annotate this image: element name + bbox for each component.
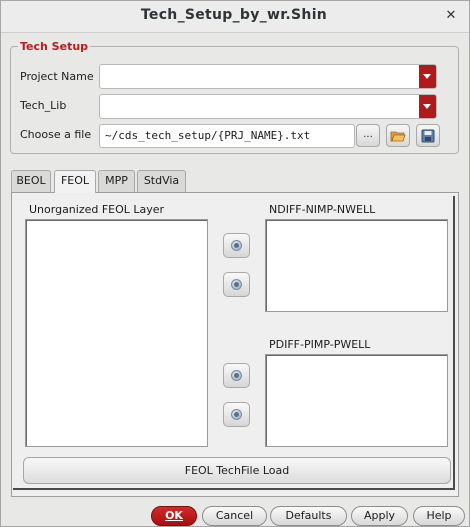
window-title: Tech_Setup_by_wr.Shin [140, 7, 328, 23]
tab-stdvia[interactable]: StdVia [137, 170, 186, 192]
move-to-pdiff-button[interactable] [223, 363, 250, 388]
choose-file-label: Choose a file [20, 128, 92, 141]
cancel-button-label: Cancel [215, 509, 254, 522]
folder-open-icon[interactable] [386, 124, 410, 147]
ndiff-layer-list[interactable] [265, 219, 448, 312]
move-to-ndiff-button[interactable] [223, 233, 250, 258]
move-from-ndiff-button[interactable] [223, 272, 250, 297]
tab-beol[interactable]: BEOL [11, 170, 51, 192]
arrow-left-icon [231, 409, 242, 420]
help-button-label: Help [426, 509, 452, 522]
tab-mpp[interactable]: MPP [98, 170, 135, 192]
tab-feol[interactable]: FEOL [54, 170, 96, 193]
close-icon[interactable]: ✕ [445, 8, 457, 23]
move-from-pdiff-button[interactable] [223, 402, 250, 427]
title-bar [1, 1, 469, 33]
chevron-down-icon[interactable] [419, 65, 436, 88]
tech-lib-combo[interactable] [99, 94, 437, 119]
unorganized-layer-list[interactable] [25, 219, 208, 447]
save-disk-icon[interactable] [416, 124, 440, 147]
arrow-left-icon [231, 279, 242, 290]
file-path-input[interactable]: ~/cds_tech_setup/{PRJ_NAME}.txt [99, 124, 355, 148]
unorganized-layer-label: Unorganized FEOL Layer [29, 203, 165, 216]
tech-setup-group [10, 46, 459, 154]
feol-panel-frame [13, 196, 455, 490]
chevron-down-icon[interactable] [419, 95, 436, 118]
group-title: Tech Setup [18, 40, 91, 53]
tech-lib-label: Tech_Lib [20, 99, 67, 112]
ok-button-label: OK [165, 509, 183, 522]
arrow-right-icon [231, 240, 242, 251]
pdiff-layer-list[interactable] [265, 354, 448, 447]
help-button[interactable]: Help [413, 506, 465, 526]
ndiff-list-label: NDIFF-NIMP-NWELL [269, 203, 376, 216]
apply-button-label: Apply [363, 509, 396, 522]
defaults-button[interactable]: Defaults [270, 506, 347, 526]
browse-button[interactable]: ... [356, 124, 380, 147]
defaults-button-label: Defaults [285, 509, 332, 522]
apply-button[interactable]: Apply [351, 506, 408, 526]
pdiff-list-label: PDIFF-PIMP-PWELL [269, 338, 371, 351]
project-name-label: Project Name [20, 70, 94, 83]
arrow-right-icon [231, 370, 242, 381]
ok-button[interactable]: OK [151, 506, 197, 526]
cancel-button[interactable]: Cancel [202, 506, 267, 526]
feol-techfile-load-button[interactable]: FEOL TechFile Load [23, 457, 451, 484]
project-name-combo[interactable] [99, 64, 437, 89]
